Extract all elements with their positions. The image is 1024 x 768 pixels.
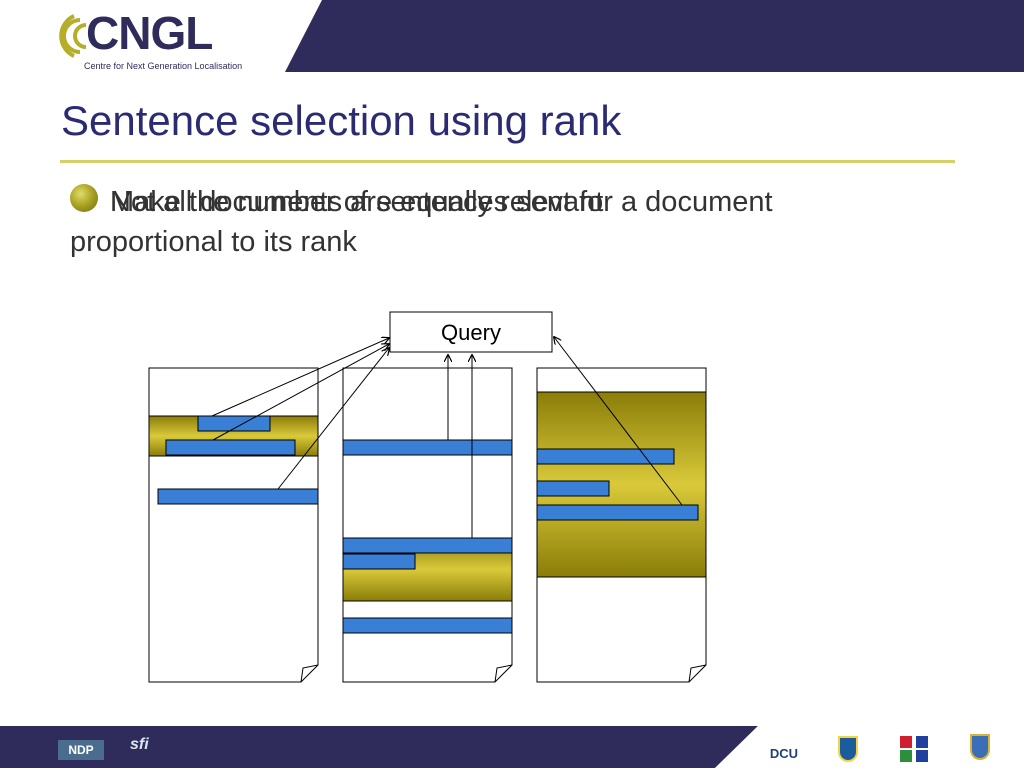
ucd-crest-icon bbox=[838, 736, 858, 762]
ndp-logo: NDP bbox=[58, 740, 104, 760]
doc2-sentence-bar bbox=[342, 537, 513, 554]
doc1-sentence-bar bbox=[165, 439, 296, 456]
query-label: Query bbox=[441, 320, 501, 345]
signal-arcs-icon bbox=[59, 14, 87, 58]
footer-band bbox=[0, 726, 1024, 768]
doc3-sentence-bar bbox=[536, 480, 610, 497]
title-divider bbox=[60, 160, 955, 163]
query-box: Query bbox=[389, 311, 553, 353]
arrows bbox=[211, 337, 683, 538]
bullet-text-overlap-1: Make the number of sentences sent for a … bbox=[110, 186, 773, 218]
header-band bbox=[285, 0, 1024, 72]
logo-subtitle: Centre for Next Generation Localisation bbox=[84, 61, 243, 71]
cngl-logo: CNGL Centre for Next Generation Localisa… bbox=[58, 8, 258, 74]
document-3 bbox=[536, 367, 707, 683]
nuig-crest-icon bbox=[970, 734, 990, 760]
bullet-text-line-2: proportional to its rank bbox=[70, 226, 357, 258]
sfi-logo: sfi bbox=[130, 736, 149, 753]
ul-logo-icon bbox=[898, 734, 930, 764]
doc2-sentence-bar bbox=[342, 439, 513, 456]
slide-title: Sentence selection using rank bbox=[61, 97, 622, 144]
doc2-sentence-bar bbox=[342, 617, 513, 634]
dcu-logo: DCU bbox=[760, 738, 808, 764]
logo-wordmark: CNGL bbox=[86, 7, 213, 59]
document-1 bbox=[148, 367, 319, 683]
doc3-sentence-bar bbox=[536, 504, 699, 521]
doc2-sentence-bar bbox=[342, 553, 416, 570]
document-2 bbox=[342, 367, 513, 683]
doc1-sentence-bar bbox=[197, 415, 271, 432]
doc1-sentence-bar bbox=[157, 488, 319, 505]
bullet-dot-icon bbox=[70, 184, 98, 212]
doc3-sentence-bar bbox=[536, 448, 675, 465]
bullet-text-overlap-2: Not all documents are equally relevant bbox=[110, 186, 604, 218]
